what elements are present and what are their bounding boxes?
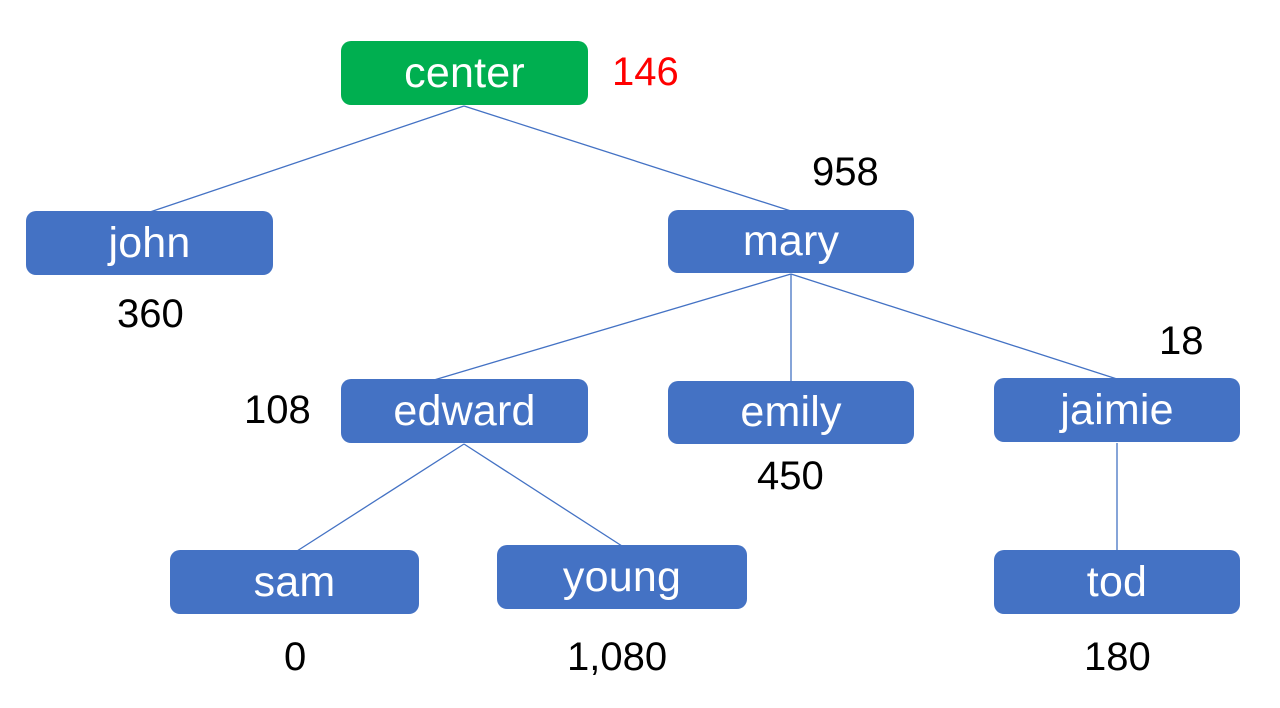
tree-weight-john: 360 [117, 292, 184, 336]
tree-weight-sam: 0 [284, 635, 307, 679]
tree-edge-edward-sam [296, 443, 465, 552]
tree-weight-edward: 108 [244, 388, 311, 432]
tree-node-label: tod [1086, 557, 1148, 606]
tree-node-john[interactable]: john [26, 211, 273, 275]
tree-weight-tod: 180 [1084, 635, 1151, 679]
tree-edge-center-john [149, 105, 465, 213]
tree-node-sam[interactable]: sam [170, 550, 419, 614]
tree-weight-mary: 958 [812, 150, 879, 194]
tree-edge-mary-jaimie [790, 273, 1118, 380]
tree-weight-young: 1,080 [567, 635, 668, 679]
tree-node-label: emily [740, 388, 842, 436]
tree-node-jaimie[interactable]: jaimie [994, 378, 1240, 442]
tree-node-label: mary [742, 217, 840, 265]
tree-node-label: jaimie [1060, 385, 1174, 434]
tree-node-emily[interactable]: emily [668, 381, 914, 444]
tree-weight-jaimie: 18 [1159, 319, 1204, 363]
tree-edge-edward-young [463, 443, 623, 547]
tree-weight-emily: 450 [757, 454, 824, 498]
tree-node-label: center [404, 48, 525, 97]
tree-edge-mary-edward [433, 273, 792, 381]
tree-node-edward[interactable]: edward [341, 379, 588, 443]
tree-node-label: young [562, 552, 682, 601]
tree-weight-center: 146 [612, 50, 679, 94]
tree-node-label: sam [253, 557, 336, 606]
tree-node-mary[interactable]: mary [668, 210, 914, 273]
tree-node-young[interactable]: young [497, 545, 747, 609]
tree-node-center[interactable]: center [341, 41, 588, 105]
tree-node-label: edward [393, 386, 536, 435]
tree-node-tod[interactable]: tod [994, 550, 1240, 614]
tree-node-label: john [108, 218, 191, 267]
tree-edge-center-mary [463, 105, 792, 212]
